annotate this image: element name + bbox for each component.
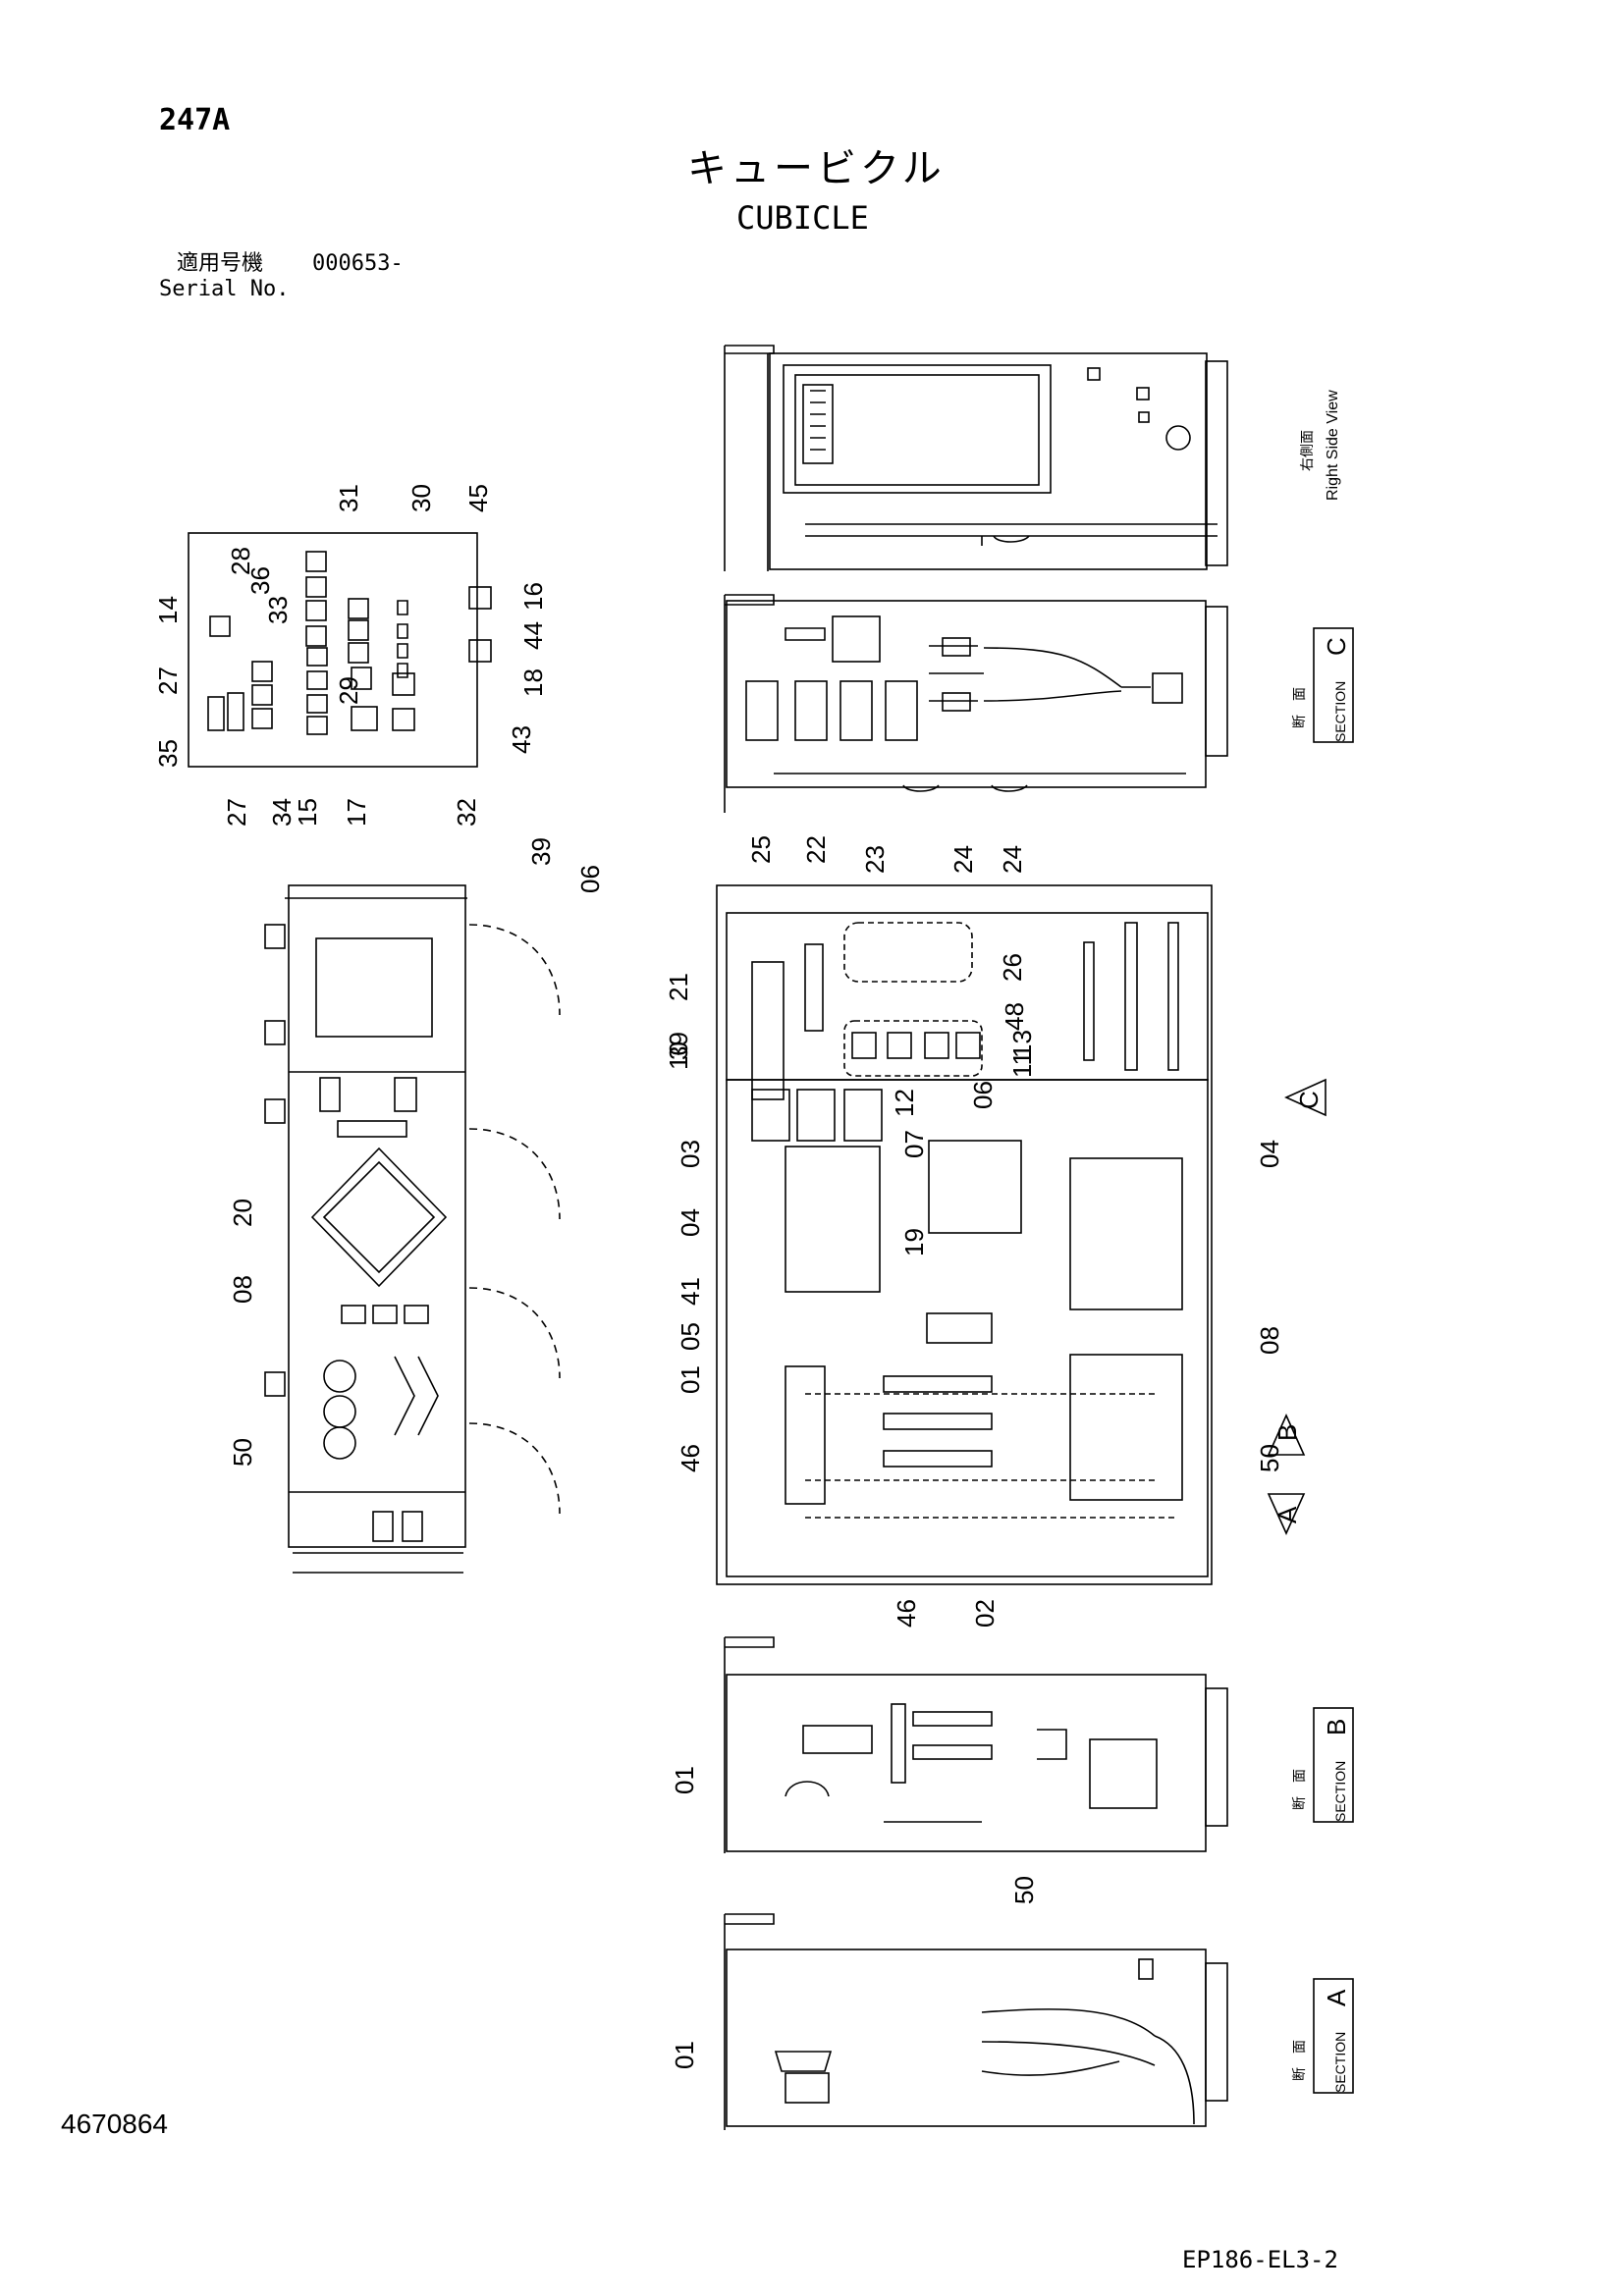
drawing-code: EP186-EL3-2 bbox=[1182, 2246, 1338, 2273]
section-b-view bbox=[724, 1636, 1228, 1853]
callout-front-21: 21 bbox=[664, 973, 693, 1001]
callout-side-06: 06 bbox=[575, 865, 605, 893]
right-side-view bbox=[724, 345, 1228, 571]
section-c-view bbox=[724, 594, 1228, 813]
callout-panel-28: 28 bbox=[226, 547, 255, 575]
callout-panel-14: 14 bbox=[153, 596, 183, 624]
callout-panel-45: 45 bbox=[463, 484, 493, 512]
serial-number: 000653- bbox=[312, 251, 404, 276]
view-marker-b: B bbox=[1272, 1424, 1302, 1441]
callout-panel-36: 36 bbox=[245, 566, 275, 595]
callout-front-46: 46 bbox=[892, 1599, 921, 1628]
callout-panel-34: 34 bbox=[267, 798, 297, 827]
callout-front-06: 06 bbox=[968, 1081, 998, 1109]
callout-side-39: 39 bbox=[526, 837, 556, 866]
callout-front-50: 50 bbox=[1255, 1444, 1284, 1472]
section-c-letter: C bbox=[1322, 637, 1351, 656]
callout-panel-15: 15 bbox=[293, 798, 322, 827]
callout-panel-43: 43 bbox=[507, 725, 536, 754]
callout-front-48: 48 bbox=[1000, 1002, 1029, 1031]
callout-front-02: 02 bbox=[970, 1599, 1000, 1628]
section-b-label-en: SECTION bbox=[1332, 1761, 1348, 1822]
callout-panel-16: 16 bbox=[518, 582, 548, 611]
section-a-letter: A bbox=[1322, 1989, 1351, 2006]
callout-front-07: 07 bbox=[899, 1130, 929, 1158]
callout-panel-44: 44 bbox=[518, 621, 548, 650]
callout-panel-35: 35 bbox=[153, 739, 183, 768]
callout-front-22: 22 bbox=[801, 835, 831, 864]
callout-panel-27: 27 bbox=[222, 798, 251, 827]
right-side-view-label-jp: 右側面 bbox=[1299, 430, 1315, 471]
callout-front-19: 19 bbox=[899, 1228, 929, 1256]
panel-detail-view bbox=[188, 532, 492, 768]
callout-panel-17: 17 bbox=[342, 798, 371, 827]
view-marker-c: C bbox=[1294, 1091, 1324, 1109]
callout-panel-33: 33 bbox=[263, 596, 293, 624]
callout-front-05: 05 bbox=[676, 1322, 705, 1351]
callout-panel-29: 29 bbox=[334, 676, 363, 705]
callout-section-a-01: 01 bbox=[670, 2041, 699, 2069]
section-a-label-en: SECTION bbox=[1332, 2032, 1348, 2093]
callout-front-01: 01 bbox=[676, 1365, 705, 1394]
title-english: CUBICLE bbox=[736, 199, 869, 237]
callout-front-08: 08 bbox=[1255, 1326, 1284, 1355]
callout-side-50: 50 bbox=[228, 1438, 257, 1467]
callout-front-04: 04 bbox=[1255, 1140, 1284, 1168]
section-a-view bbox=[724, 1913, 1228, 2130]
section-b-label-jp: 断 面 bbox=[1291, 1769, 1307, 1810]
callout-front-46: 46 bbox=[676, 1444, 705, 1472]
view-marker-a: A bbox=[1272, 1506, 1302, 1523]
callout-front-25: 25 bbox=[746, 835, 776, 864]
callout-front-24: 24 bbox=[948, 845, 978, 874]
section-markers bbox=[1267, 627, 1354, 2094]
callout-panel-31: 31 bbox=[334, 484, 363, 512]
callout-front-03: 03 bbox=[676, 1140, 705, 1168]
panel-outline bbox=[188, 532, 478, 768]
serial-label-japanese: 適用号機 bbox=[177, 251, 264, 276]
callout-front-26: 26 bbox=[998, 953, 1027, 982]
section-b-letter: B bbox=[1322, 1719, 1351, 1735]
callout-panel-32: 32 bbox=[452, 798, 481, 827]
callout-panel-18: 18 bbox=[518, 668, 548, 697]
section-c-label-jp: 断 面 bbox=[1291, 687, 1307, 728]
side-view bbox=[264, 884, 561, 1574]
callout-section-b-50: 50 bbox=[1009, 1876, 1039, 1904]
page-id: 247A bbox=[159, 103, 231, 137]
callout-front-11: 11 bbox=[1007, 1051, 1037, 1078]
callout-panel-27: 27 bbox=[153, 667, 183, 695]
callout-front-12: 12 bbox=[890, 1089, 919, 1117]
callout-section-b-01: 01 bbox=[670, 1766, 699, 1794]
callout-front-23: 23 bbox=[860, 845, 890, 874]
front-view bbox=[716, 884, 1213, 1585]
callout-front-41: 41 bbox=[676, 1277, 705, 1306]
callout-panel-30: 30 bbox=[406, 484, 436, 512]
callout-side-20: 20 bbox=[228, 1199, 257, 1227]
callout-front-04: 04 bbox=[676, 1208, 705, 1237]
document-number: 4670864 bbox=[61, 2109, 169, 2139]
callout-side-08: 08 bbox=[228, 1275, 257, 1304]
section-a-label-jp: 断 面 bbox=[1291, 2040, 1307, 2081]
right-side-view-label-en: Right Side View bbox=[1325, 390, 1341, 501]
callout-front-10: 10 bbox=[664, 1041, 693, 1070]
serial-label-english: Serial No. bbox=[159, 277, 290, 301]
callout-front-13: 13 bbox=[1007, 1030, 1037, 1058]
title-japanese: キュービクル bbox=[687, 146, 946, 191]
callout-front-39: 39 bbox=[664, 1032, 693, 1060]
section-c-label-en: SECTION bbox=[1332, 681, 1348, 742]
callout-front-24: 24 bbox=[998, 845, 1027, 874]
